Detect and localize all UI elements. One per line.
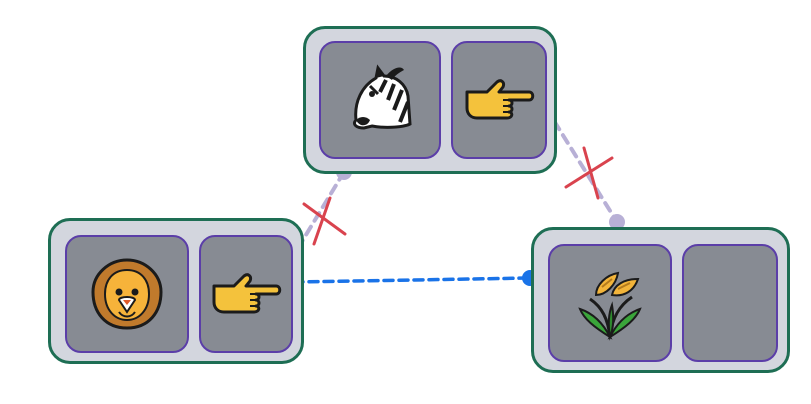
zebra-icon bbox=[352, 64, 412, 130]
pointing-hand-icon bbox=[212, 273, 282, 314]
zebra-node[interactable] bbox=[303, 26, 557, 174]
rice-node[interactable] bbox=[531, 227, 790, 373]
link-zebra-rice-broken[interactable] bbox=[544, 106, 625, 230]
lion-face-icon bbox=[91, 258, 163, 330]
lion-item-slot[interactable] bbox=[65, 235, 189, 353]
zebra-item-slot[interactable] bbox=[319, 41, 441, 159]
zebra-action-slot[interactable] bbox=[451, 41, 547, 159]
rice-plant-icon bbox=[578, 271, 642, 341]
link-lion-rice-active[interactable] bbox=[292, 270, 538, 286]
broken-link-x-mark bbox=[564, 146, 614, 200]
lion-action-slot[interactable] bbox=[199, 235, 293, 353]
pointing-hand-icon bbox=[465, 79, 535, 120]
link-endpoint-dot bbox=[609, 214, 625, 230]
lion-node[interactable] bbox=[48, 218, 304, 364]
rice-item-slot[interactable] bbox=[548, 244, 672, 362]
broken-link-x-mark bbox=[302, 196, 347, 246]
rice-action-slot-empty[interactable] bbox=[682, 244, 778, 362]
